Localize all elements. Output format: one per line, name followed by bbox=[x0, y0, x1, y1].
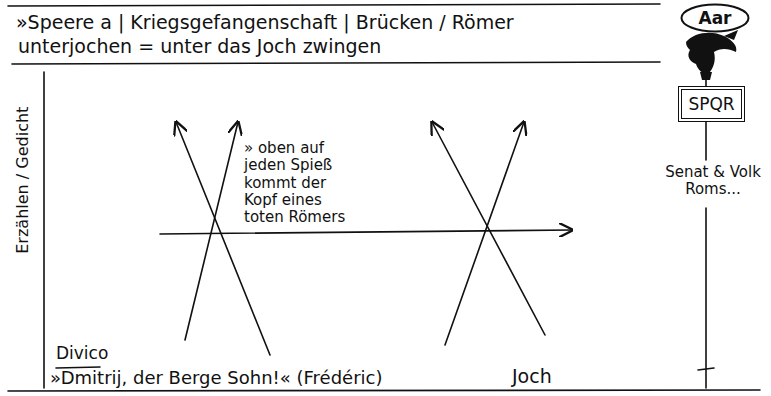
banner-box: SPQR bbox=[678, 86, 745, 122]
sketch-note: Joch bbox=[512, 366, 552, 388]
sketch-note: » oben auf jeden Spieß kommt der Kopf ei… bbox=[244, 140, 356, 226]
margin-line bbox=[43, 72, 45, 388]
oval-label: Aar bbox=[680, 3, 750, 33]
sketch-note: Erzählen / Gedicht bbox=[15, 106, 33, 253]
eagle-symbol bbox=[686, 30, 738, 80]
rule-line bbox=[8, 4, 660, 6]
arrow bbox=[185, 122, 238, 340]
sketch-note: Divico bbox=[56, 344, 108, 364]
sketch-note: »Dmitrij, der Berge Sohn!« (Frédéric) bbox=[50, 368, 383, 389]
rule-line bbox=[8, 390, 760, 391]
arrow bbox=[432, 122, 545, 335]
pole bbox=[705, 208, 707, 388]
sketch-note: »Speere a | Kriegsgefangenschaft | Brück… bbox=[16, 12, 514, 34]
arrow bbox=[160, 230, 572, 234]
pole bbox=[705, 120, 707, 160]
node-text: SPQR bbox=[688, 94, 734, 114]
pole-mark bbox=[698, 368, 714, 370]
sketch-note: Senat & Volk Roms... bbox=[660, 164, 766, 199]
sketch-note: unterjochen = unter das Joch zwingen bbox=[18, 36, 381, 58]
node-text: Aar bbox=[698, 8, 731, 28]
arrow bbox=[445, 122, 524, 345]
rule-line bbox=[12, 62, 660, 64]
